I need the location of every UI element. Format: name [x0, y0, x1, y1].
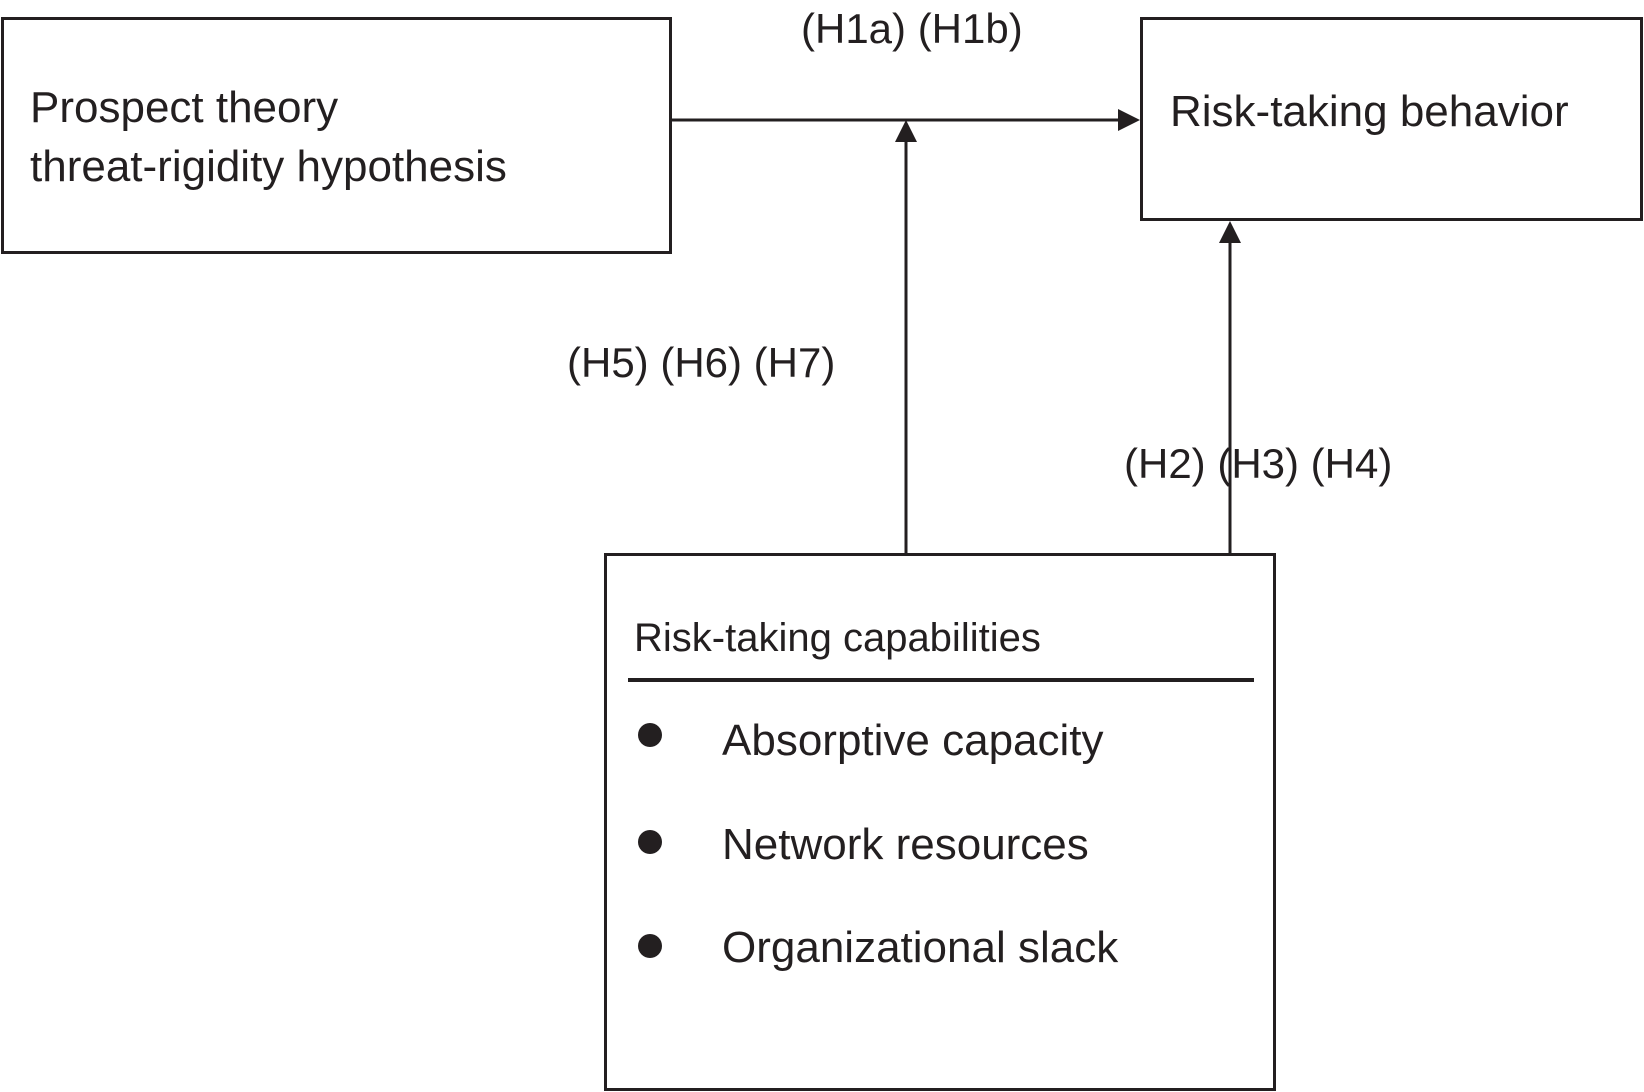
- prospect-theory-box: [1, 17, 672, 254]
- capability-item-network-resources: Network resources: [722, 820, 1089, 869]
- main-effect-hypothesis-label: (H1a) (H1b): [801, 5, 1023, 52]
- moderation-hypothesis-label: (H5) (H6) (H7): [567, 339, 836, 386]
- moderation-arrow: [895, 120, 917, 553]
- main-effect-arrow: [672, 109, 1140, 131]
- direct-effect-hypothesis-label: (H2) (H3) (H4): [1124, 440, 1393, 487]
- capabilities-divider: [628, 678, 1254, 682]
- capabilities-box: [604, 553, 1276, 1091]
- risk-behavior-box: [1140, 17, 1643, 221]
- bullet-icon: [638, 934, 662, 958]
- bullet-icon: [638, 830, 662, 854]
- bullet-icon: [638, 723, 662, 747]
- prospect-theory-label: Prospect theory: [30, 83, 339, 132]
- threat-rigidity-label: threat-rigidity hypothesis: [30, 142, 507, 191]
- direct-effect-arrow: [1219, 221, 1241, 553]
- risk-behavior-label: Risk-taking behavior: [1170, 87, 1569, 136]
- capability-item-absorptive-capacity: Absorptive capacity: [722, 716, 1104, 765]
- capability-item-organizational-slack: Organizational slack: [722, 923, 1119, 972]
- capabilities-title: Risk-taking capabilities: [634, 616, 1041, 660]
